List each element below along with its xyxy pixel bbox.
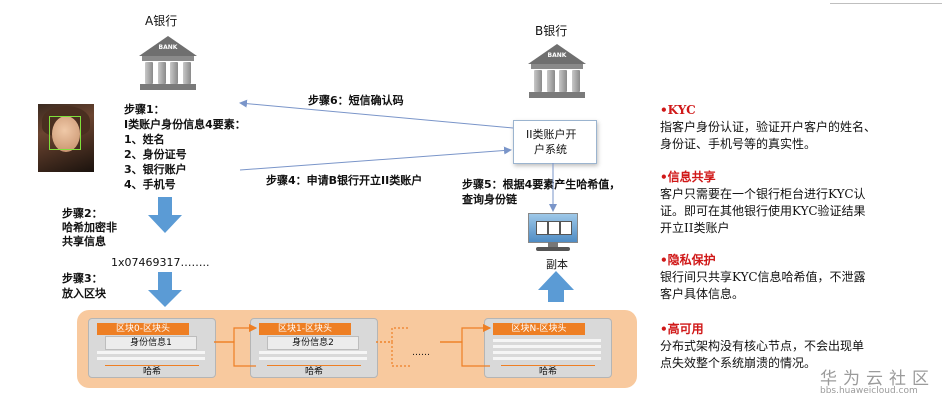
feature-ha-title: •高可用 — [660, 322, 704, 336]
step1-title: 步骤1： — [124, 103, 165, 116]
block-1-footer: 哈希 — [267, 365, 361, 377]
step1-item-id: 2、身份证号 — [124, 148, 187, 161]
step1-item-phone: 4、手机号 — [124, 178, 176, 191]
step5-line2: 查询身份链 — [462, 193, 517, 206]
system-box-line2: 户系统 — [534, 143, 567, 156]
chain-ellipsis: …… — [412, 348, 430, 358]
feature-sharing-line1: 客户只需要在一个银行柜台进行KYC认 — [660, 187, 866, 201]
block-0: 区块0-区块头 身份信息1 哈希 — [88, 318, 216, 378]
bank-b-label: B银行 — [535, 24, 568, 38]
feature-privacy-line1: 银行间只共享KYC信息哈希值，不泄露 — [660, 270, 866, 284]
watermark-text: 华为云社区 — [820, 369, 935, 389]
step2-down-arrow — [148, 197, 182, 233]
step3-down-arrow — [148, 272, 182, 307]
step4-arrow — [239, 146, 512, 171]
step1-subtitle: I类账户身份信息4要素： — [124, 118, 246, 131]
customer-avatar — [38, 104, 94, 172]
step6-arrow — [239, 99, 514, 129]
step1-item-name: 1、姓名 — [124, 133, 165, 146]
bank-b-sign: BANK — [547, 52, 567, 59]
block-0-header: 区块0-区块头 — [97, 323, 189, 335]
feature-kyc-line2: 身份证、手机号等的真实性。 — [660, 137, 817, 151]
feature-privacy-line2: 客户具体信息。 — [660, 287, 745, 301]
block-1: 区块1-区块头 身份信息2 哈希 — [250, 318, 378, 378]
watermark-url: bbs.huaweicloud.com — [820, 386, 918, 396]
replica-label: 副本 — [546, 258, 568, 271]
feature-ha-line1: 分布式架构没有核心节点，不会出现单 — [660, 339, 865, 353]
feature-kyc-title: •KYC — [660, 103, 696, 117]
bank-a-sign: BANK — [158, 44, 178, 51]
monitor-icon — [528, 213, 578, 253]
step3-line2: 放入区块 — [62, 287, 106, 300]
block-n: 区块N-区块头 哈希 — [484, 318, 612, 378]
feature-sharing-line3: 开立II类账户 — [660, 221, 730, 235]
block-1-body: 身份信息2 — [267, 336, 359, 350]
block-1-header: 区块1-区块头 — [259, 323, 351, 335]
step2-line2: 哈希加密非 — [62, 221, 117, 234]
feature-kyc-line1: 指客户身份认证，验证开户客户的姓名、 — [660, 120, 877, 134]
bank-b-icon: BANK — [528, 44, 586, 100]
step3-line1: 步骤3： — [62, 272, 103, 285]
feature-sharing-title: •信息共享 — [660, 170, 716, 184]
feature-privacy-title: •隐私保护 — [660, 253, 716, 267]
block-0-footer: 哈希 — [105, 365, 199, 377]
feature-ha-line2: 点失效整个系统崩溃的情况。 — [660, 356, 817, 370]
step2-line1: 步骤2： — [62, 207, 103, 220]
replica-up-arrow — [538, 271, 574, 302]
step2-line3: 共享信息 — [62, 235, 106, 248]
block-n-footer: 哈希 — [501, 365, 595, 377]
feature-sharing-line2: 证。即可在其他银行使用KYC验证结果 — [660, 204, 866, 218]
account-system-box: II类账户开 户系统 — [513, 120, 597, 164]
top-divider — [830, 0, 942, 4]
bank-a-icon: BANK — [139, 36, 197, 92]
bank-a-label: A银行 — [145, 14, 178, 28]
step5-line1: 步骤5：根据4要素产生哈希值， — [462, 178, 621, 191]
system-box-line1: II类账户开 — [526, 128, 577, 141]
step6-label: 步骤6：短信确认码 — [308, 94, 404, 107]
step4-label: 步骤4：申请B银行开立II类账户 — [266, 174, 423, 187]
face-detect-box — [49, 116, 81, 150]
block-0-body: 身份信息1 — [105, 336, 197, 350]
block-n-header: 区块N-区块头 — [493, 323, 585, 335]
hash-value: 1x07469317…….. — [111, 256, 210, 269]
step1-item-account: 3、银行账户 — [124, 163, 187, 176]
